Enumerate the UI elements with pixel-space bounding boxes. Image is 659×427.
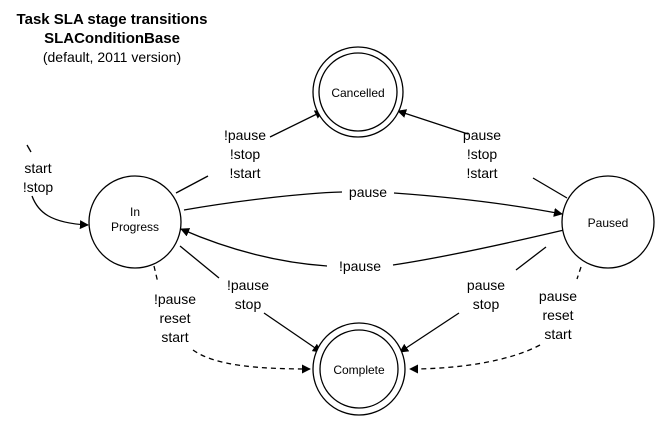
label-paused-to-complete: pause stop xyxy=(467,277,505,312)
edge-paused-to-complete xyxy=(515,246,547,271)
edge-initial-arrow xyxy=(31,195,89,230)
label-ipc-1: !pause xyxy=(224,127,266,143)
edge-initial xyxy=(26,144,32,153)
state-paused-label: Paused xyxy=(588,216,629,230)
edge-inprogress-to-paused xyxy=(183,191,343,211)
label-pd-2: reset xyxy=(542,307,573,323)
label-inprogress-to-paused: pause xyxy=(349,184,387,200)
label-inprogress-to-complete: !pause stop xyxy=(227,277,269,312)
title-line-1: Task SLA stage transitions xyxy=(16,11,208,28)
edge-paused-to-complete-dashed-arrow xyxy=(409,344,541,374)
label-pd-1: pause xyxy=(539,288,577,304)
label-pd-3: start xyxy=(544,326,571,342)
edge-paused-to-inprogress xyxy=(392,229,565,266)
title-line-3: (default, 2011 version) xyxy=(42,49,182,65)
label-pc-1: pause xyxy=(463,127,501,143)
edge-paused-to-cancelled xyxy=(532,177,568,199)
edge-paused-to-inprogress-arrow xyxy=(180,228,328,267)
edge-inprogress-to-complete xyxy=(179,245,220,279)
label-ipd-3: start xyxy=(161,329,188,345)
edge-inprogress-to-complete-dashed xyxy=(153,265,159,284)
edge-paused-to-complete-dashed xyxy=(576,266,582,280)
label-initial-1: start xyxy=(24,160,51,176)
edge-inprogress-to-complete-dashed-arrow xyxy=(192,349,311,374)
label-initial-2: !stop xyxy=(23,179,54,195)
edge-inprogress-to-complete-arrow xyxy=(263,312,322,353)
label-initial: start !stop xyxy=(23,160,54,195)
state-paused: Paused xyxy=(561,175,655,269)
edge-paused-to-cancelled-arrow xyxy=(397,109,469,135)
state-complete: Complete xyxy=(312,322,406,416)
state-cancelled-label: Cancelled xyxy=(331,86,384,100)
label-ipc-3: !start xyxy=(229,165,260,181)
label-ipcomp-1: !pause xyxy=(227,277,269,293)
state-in-progress-line-2: Progress xyxy=(111,220,159,234)
title-line-2: SLAConditionBase xyxy=(44,30,180,47)
label-ipd-2: reset xyxy=(159,310,190,326)
label-pcomp-1: pause xyxy=(467,277,505,293)
state-cancelled: Cancelled xyxy=(312,46,404,138)
label-inprogress-to-cancelled: !pause !stop !start xyxy=(224,127,266,181)
label-pc-3: !start xyxy=(466,165,497,181)
state-in-progress: In Progress xyxy=(88,175,182,269)
label-ip-1: pause xyxy=(349,184,387,200)
label-paused-to-inprogress: !pause xyxy=(339,258,381,274)
label-pi-1: !pause xyxy=(339,258,381,274)
state-complete-label: Complete xyxy=(333,363,385,377)
edge-inprogress-to-cancelled xyxy=(175,175,209,194)
label-ipd-1: !pause xyxy=(154,291,196,307)
edge-inprogress-to-cancelled-arrow xyxy=(269,110,324,138)
label-pcomp-2: stop xyxy=(473,296,500,312)
label-ipcomp-2: stop xyxy=(235,296,262,312)
label-inprogress-to-complete-dashed: !pause reset start xyxy=(154,291,196,345)
edge-inprogress-to-paused-arrow xyxy=(393,192,563,217)
state-in-progress-line-1: In xyxy=(130,205,140,219)
label-paused-to-complete-dashed: pause reset start xyxy=(539,288,577,342)
label-paused-to-cancelled: pause !stop !start xyxy=(463,127,501,181)
diagram-title: Task SLA stage transitions SLAConditionB… xyxy=(0,10,224,67)
edge-paused-to-complete-arrow xyxy=(399,312,460,353)
label-ipc-2: !stop xyxy=(230,146,261,162)
label-pc-2: !stop xyxy=(467,146,498,162)
